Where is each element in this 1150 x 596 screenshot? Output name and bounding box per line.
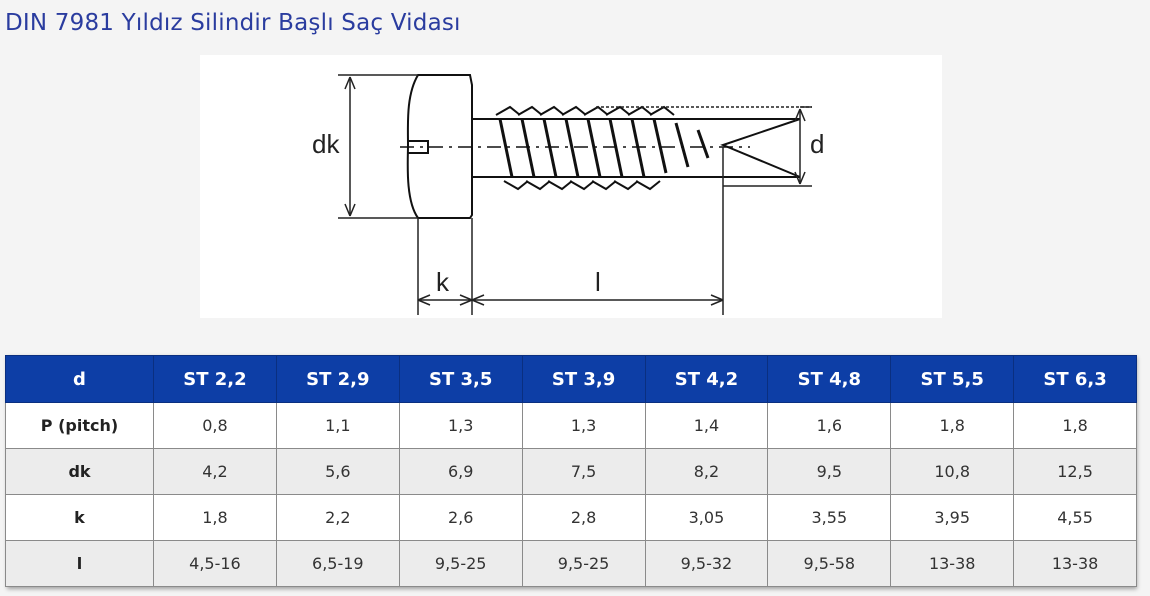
table-cell: 13-38	[890, 540, 1015, 587]
row-header-cell: l	[5, 540, 154, 587]
table-cell: 0,8	[153, 402, 277, 449]
table-cell: 6,5-19	[275, 540, 400, 587]
header-cell: ST 3,9	[521, 355, 646, 403]
table-cell: 6,9	[398, 448, 523, 495]
label-dk: dk	[312, 129, 340, 159]
row-header-cell: P (pitch)	[5, 402, 154, 449]
table-row: dk 4,2 5,6 6,9 7,5 8,2 9,5 10,8 12,5	[5, 448, 1137, 495]
table-cell: 3,95	[890, 494, 1015, 541]
table-cell: 8,2	[644, 448, 769, 495]
table-header-row: d ST 2,2 ST 2,9 ST 3,5 ST 3,9 ST 4,2 ST …	[5, 355, 1137, 403]
header-cell: ST 2,9	[275, 355, 400, 403]
table-cell: 1,8	[1013, 402, 1137, 449]
label-k: k	[436, 267, 450, 297]
table-cell: 2,8	[521, 494, 646, 541]
dimensions-table: d ST 2,2 ST 2,9 ST 3,5 ST 3,9 ST 4,2 ST …	[5, 355, 1137, 587]
table-cell: 9,5-58	[767, 540, 892, 587]
screw-drawing-svg: dk d k l	[312, 74, 824, 315]
table-cell: 10,8	[890, 448, 1015, 495]
table-cell: 1,8	[153, 494, 277, 541]
screw-head	[406, 74, 473, 219]
table-cell: 1,3	[521, 402, 646, 449]
table-cell: 9,5	[767, 448, 892, 495]
table-cell: 4,55	[1013, 494, 1137, 541]
header-cell: ST 2,2	[153, 355, 277, 403]
header-cell: d	[5, 355, 154, 403]
header-cell: ST 4,2	[644, 355, 769, 403]
table-row: k 1,8 2,2 2,6 2,8 3,05 3,55 3,95 4,55	[5, 494, 1137, 541]
table-cell: 1,4	[644, 402, 769, 449]
table-cell: 5,6	[275, 448, 400, 495]
table-cell: 3,55	[767, 494, 892, 541]
table-cell: 9,5-32	[644, 540, 769, 587]
table-cell: 9,5-25	[398, 540, 523, 587]
dimensions-table-container: d ST 2,2 ST 2,9 ST 3,5 ST 3,9 ST 4,2 ST …	[5, 355, 1137, 587]
label-d: d	[810, 129, 824, 159]
table-cell: 1,1	[275, 402, 400, 449]
label-l: l	[595, 267, 601, 297]
header-cell: ST 3,5	[398, 355, 523, 403]
table-cell: 13-38	[1013, 540, 1137, 587]
table-cell: 3,05	[644, 494, 769, 541]
table-cell: 2,6	[398, 494, 523, 541]
table-cell: 2,2	[275, 494, 400, 541]
header-cell: ST 4,8	[767, 355, 892, 403]
screw-technical-drawing: dk d k l	[200, 55, 942, 318]
table-cell: 7,5	[521, 448, 646, 495]
header-cell: ST 5,5	[890, 355, 1015, 403]
row-header-cell: dk	[5, 448, 154, 495]
table-cell: 4,5-16	[153, 540, 277, 587]
table-cell: 1,3	[398, 402, 523, 449]
page-title: DIN 7981 Yıldız Silindir Başlı Saç Vidas…	[5, 10, 461, 36]
table-cell: 1,6	[767, 402, 892, 449]
header-cell: ST 6,3	[1013, 355, 1137, 403]
table-row: l 4,5-16 6,5-19 9,5-25 9,5-25 9,5-32 9,5…	[5, 540, 1137, 587]
table-cell: 4,2	[153, 448, 277, 495]
screw-shank	[472, 118, 801, 178]
row-header-cell: k	[5, 494, 154, 541]
table-cell: 1,8	[890, 402, 1015, 449]
table-cell: 12,5	[1013, 448, 1137, 495]
table-row: P (pitch) 0,8 1,1 1,3 1,3 1,4 1,6 1,8 1,…	[5, 402, 1137, 449]
table-cell: 9,5-25	[521, 540, 646, 587]
